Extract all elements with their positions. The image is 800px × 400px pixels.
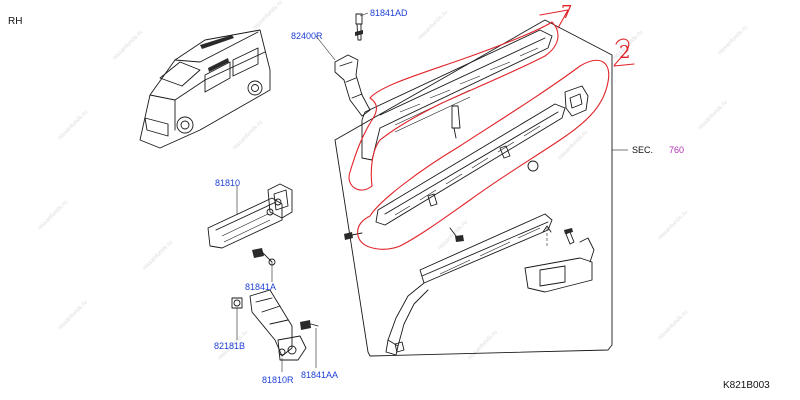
svg-text:nissanfunds.ru: nissanfunds.ru	[657, 310, 689, 342]
label-82400r: 82400R	[291, 31, 323, 41]
red-mark-seven-stroke	[539, 9, 569, 29]
svg-text:nissanfunds.ru: nissanfunds.ru	[437, 220, 469, 252]
leader-lines	[236, 12, 369, 372]
label-81841ad: 81841AD	[370, 8, 408, 18]
red-handwritten-markings	[348, 9, 635, 250]
red-mark-two-stroke	[613, 38, 635, 67]
svg-text:nissanfunds.ru: nissanfunds.ru	[417, 10, 449, 42]
red-circle-lower	[357, 59, 610, 250]
label-81810r: 81810R	[262, 375, 294, 385]
svg-text:nissanfunds.ru: nissanfunds.ru	[467, 330, 499, 362]
section-frame	[334, 19, 613, 357]
svg-text:nissanfunds.ru: nissanfunds.ru	[112, 30, 144, 62]
hinge-82400r-drawing	[334, 13, 371, 117]
svg-text:nissanfunds.ru: nissanfunds.ru	[252, 0, 284, 31]
label-81810: 81810	[215, 178, 241, 188]
middle-rail-drawing	[375, 85, 589, 226]
upper-rail-drawing	[361, 29, 553, 161]
hinge-81810r-drawing	[231, 289, 319, 361]
svg-text:nissanfunds.ru: nissanfunds.ru	[232, 120, 264, 152]
svg-text:nissanfunds.ru: nissanfunds.ru	[697, 100, 729, 132]
section-ref-number[interactable]: 760	[669, 145, 685, 155]
side-label: RH	[8, 16, 23, 27]
svg-text:nissanfunds.ru: nissanfunds.ru	[657, 210, 689, 242]
diagram-code: K821B003	[723, 380, 770, 391]
svg-text:nissanfunds.ru: nissanfunds.ru	[37, 200, 69, 232]
red-mark-two: 2	[619, 42, 631, 63]
red-mark-seven: 7	[561, 2, 573, 23]
svg-text:nissanfunds.ru: nissanfunds.ru	[717, 25, 749, 57]
label-82181b: 82181B	[214, 341, 246, 351]
svg-text:nissanfunds.ru: nissanfunds.ru	[57, 110, 89, 142]
svg-text:nissanfunds.ru: nissanfunds.ru	[142, 240, 174, 272]
rail-bolts-drawing	[344, 227, 464, 353]
watermark-pattern: nissanfunds.ru nissanfunds.ru nissanfund…	[37, 0, 749, 361]
hinge-81810-drawing	[207, 183, 293, 266]
svg-text:nissanfunds.ru: nissanfunds.ru	[57, 300, 89, 332]
red-circle-upper	[348, 21, 559, 191]
svg-text:nissanfunds.ru: nissanfunds.ru	[557, 130, 589, 162]
label-81841aa: 81841AA	[301, 370, 339, 380]
van-illustration	[139, 29, 271, 149]
label-81841a: 81841A	[245, 282, 277, 292]
lower-bracket-drawing	[524, 228, 595, 293]
section-ref-prefix: SEC.	[632, 145, 654, 155]
